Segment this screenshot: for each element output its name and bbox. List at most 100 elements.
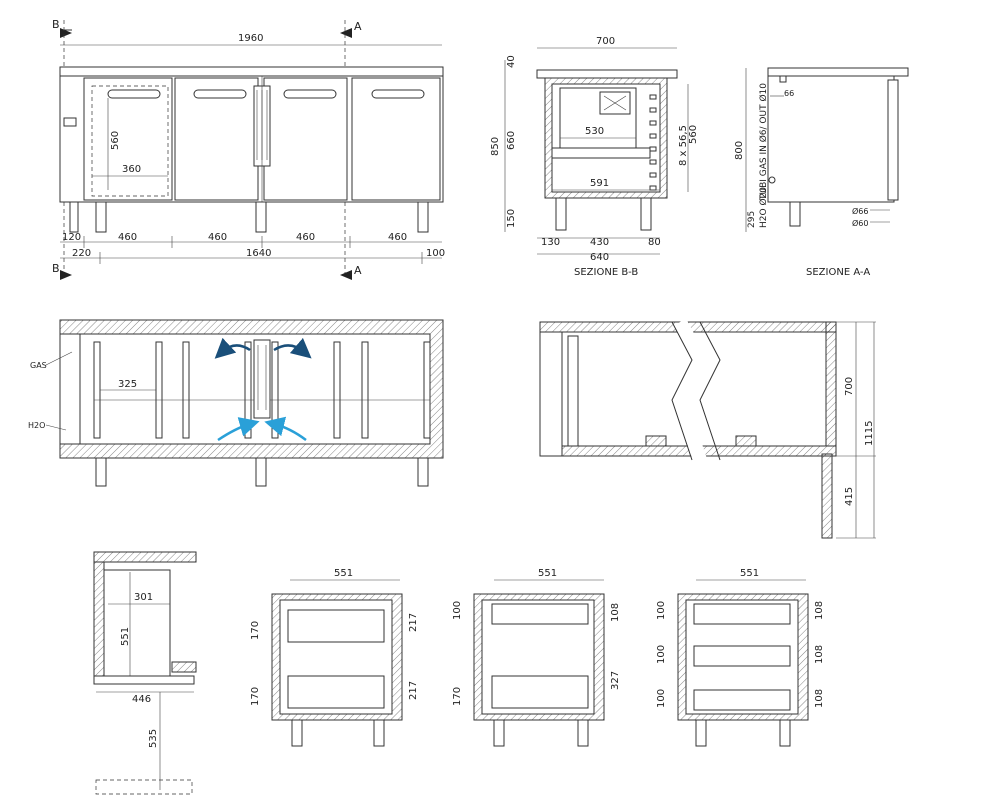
dc3-width: 551 [740,568,759,579]
bottom-dim-3: 460 [296,232,315,243]
plan-shelf-rails [93,341,431,439]
lower-dim-0: 220 [72,248,91,259]
dc1-left-1: 170 [250,687,261,706]
dc3-left-2: 100 [656,689,667,708]
plan-h2o-label: H2O [28,421,45,430]
aa-body [767,75,895,203]
section-aa: 66 800 295 H2O Ø20 TUBI GAS IN Ø6/ OUT Ø… [734,67,909,278]
bb-bottom-1: 430 [590,237,609,248]
section-b-label-bottom: B [52,262,60,275]
leg-0 [69,201,79,233]
plan-evaporator [253,339,271,419]
bb-leg-left [555,197,567,231]
dc2-left-1: 170 [452,687,463,706]
leg-2 [255,201,267,233]
dc2-width: 551 [538,568,557,579]
ts-depth: 700 [844,377,855,396]
bb-countertop [536,69,678,79]
dc1-left-0: 170 [250,621,261,640]
bb-leg-right [640,197,652,231]
section-a-label-bottom: A [354,264,362,277]
dc3-right-0: 108 [814,601,825,620]
dc2-left-0: 100 [452,601,463,620]
dc2-right-0: 108 [610,603,621,622]
bb-leg-height: 150 [506,209,517,228]
total-width-dim: 1960 [238,33,263,44]
leg-3 [417,201,429,233]
bb-shelf-spec: 8 x 56,5 [678,125,689,166]
ts-drawer-edge [821,453,833,539]
drawer-detail: 301 551 446 535 [93,551,197,795]
drawer-height-dim: 560 [110,131,121,150]
control-panel [63,117,77,127]
airflow-in-right [264,416,307,442]
ts-lower: 415 [844,487,855,506]
bb-unit-width: 530 [585,126,604,137]
aa-countertop [767,67,909,77]
dd-w2: 446 [132,694,151,705]
plan-gas-label: GAS [30,361,47,370]
aa-caption: SEZIONE A-A [806,267,870,278]
dc3-left-1: 100 [656,645,667,664]
bottom-dim-2: 460 [208,232,227,243]
dc1-right-0: 217 [408,613,419,632]
bb-height-total: 850 [490,137,501,156]
bb-bottom-0: 130 [541,237,560,248]
plan-shelf-width: 325 [118,379,137,390]
section-a-label-top: A [354,20,362,33]
bb-height-inner: 660 [506,131,517,150]
dc1-right-1: 217 [408,681,419,700]
section-b-label-top: B [52,18,60,31]
dc3-right-2: 108 [814,689,825,708]
bb-bottom-2: 80 [648,237,661,248]
bottom-dim-0: 120 [62,232,81,243]
lower-dim-1: 1640 [246,248,271,259]
aa-leg [789,201,801,227]
airflow-in-left [217,417,260,442]
handle-3 [283,89,337,99]
drawer-config-2: 551 100 170 108 327 [452,568,621,747]
dc3-left-0: 100 [656,601,667,620]
handle-2 [193,89,247,99]
bb-caption: SEZIONE B-B [574,267,638,278]
dc1-width: 551 [334,568,353,579]
aa-gas-pipes: TUBI GAS IN Ø6/ OUT Ø10 [758,83,769,201]
bb-inner-height: 560 [688,125,699,144]
bb-shelf-ticks [649,94,657,191]
aa-d1: Ø66 [852,206,868,216]
airflow-out-left [214,337,251,359]
plan-view: 325 GAS H2O [28,319,444,487]
ts-total: 1115 [864,421,875,446]
aa-height: 800 [734,141,745,160]
bb-top-width: 700 [596,36,615,47]
handle-4 [371,89,425,99]
section-a-arrow-top [340,28,352,38]
drawer-config-1: 551 170 170 217 217 [250,568,419,747]
front-view: B A 1960 560 360 [52,18,445,280]
drawer-outline [91,85,169,197]
aa-top-small: 66 [784,89,794,98]
airflow-out-right [273,337,312,359]
section-bb: 700 530 591 8 x 56,5 560 40 [490,36,699,278]
bottom-dim-1: 460 [118,232,137,243]
dd-h2: 535 [148,729,159,748]
section-b-arrow-top [60,28,72,38]
drawer-config-3: 551 100 100 100 108 108 108 [656,568,825,747]
aa-water-pipe: H2O Ø20 [758,187,769,228]
handle-1 [107,89,161,99]
bb-top-offset: 40 [506,55,517,68]
leg-1 [95,201,107,233]
aa-d2: Ø60 [852,218,868,228]
bb-inner-width: 591 [590,178,609,189]
drawer-width-dim: 360 [122,164,141,175]
dd-h1: 551 [120,627,131,646]
ts-right [825,321,837,447]
aa-pipe-pos: 295 [747,211,757,228]
dc3-right-1: 108 [814,645,825,664]
door-1 [83,77,173,201]
dd-drawer [103,569,171,677]
aa-door-edge [887,79,899,201]
top-section: 700 1115 415 [539,318,876,539]
bb-overall: 640 [590,252,609,263]
